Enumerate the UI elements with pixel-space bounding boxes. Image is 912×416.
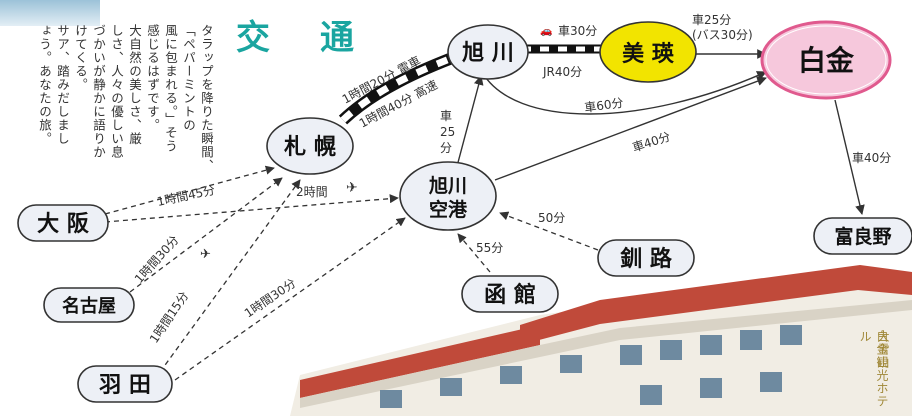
route-label: 1時間45分	[156, 183, 217, 209]
sky-photo	[0, 0, 100, 26]
label-airport-line1: 旭川	[428, 175, 467, 197]
node-haneda	[77, 365, 173, 403]
hotel-sign-line: 大雪山	[876, 330, 890, 369]
route-label: (バス30分)	[692, 28, 753, 42]
label-asahikawa: 旭 川	[461, 41, 514, 66]
node-kushiro	[597, 239, 695, 277]
label-kushiro: 釧 路	[620, 246, 673, 272]
node-sapporo	[266, 117, 354, 175]
hotel-building-image	[290, 265, 912, 416]
route-label: 車25分	[692, 13, 731, 27]
node-shirogane	[760, 20, 892, 100]
route-label: 分	[440, 141, 452, 155]
hotel-sign-line: 白金観光ホテル	[858, 330, 889, 408]
intro-line: 風に包まれる。」そう	[163, 24, 178, 153]
intro-line: けてくる。	[73, 24, 88, 92]
node-shirogane-outer	[765, 25, 887, 95]
intro-line: タラップを降りた瞬間、	[199, 24, 214, 173]
intro-line: 感じるはずです。	[145, 24, 160, 132]
node-biei	[599, 21, 697, 83]
route-label: 車40分	[852, 151, 891, 165]
route-label: 25	[440, 125, 455, 139]
label-sapporo: 札 幌	[283, 135, 336, 160]
intro-line: サア、踏みだしまし	[55, 24, 70, 146]
route-label: JR40分	[542, 65, 582, 79]
intro-line: 「ペパーミントの	[181, 24, 196, 132]
intro-line: づかいが静かに語りか	[91, 24, 106, 159]
route-label: 車	[440, 109, 452, 123]
route-label: 車40分	[631, 129, 673, 154]
label-shirogane: 白金	[798, 44, 855, 77]
label-nagoya: 名古屋	[62, 295, 116, 317]
route-label: 1時間15分	[147, 289, 192, 346]
route-label: 1時間30分	[242, 276, 299, 321]
intro-text: タラップを降りた瞬間、 「ペパーミントの 風に包まれる。」そう 感じるはずです。…	[8, 24, 218, 194]
label-airport-line2: 空港	[429, 198, 468, 221]
intro-line: 大自然の美しさ、厳	[127, 24, 142, 146]
hotel-sign: 大雪山 白金観光ホテル	[848, 330, 908, 416]
label-biei: 美 瑛	[622, 41, 675, 67]
route-label: 55分	[476, 241, 503, 255]
plane-icon: ✈	[200, 247, 211, 262]
node-asahikawa	[447, 24, 529, 80]
node-hakodate	[461, 275, 559, 313]
label-osaka: 大 阪	[37, 212, 89, 237]
route-label: 50分	[538, 211, 565, 225]
route-label: 車60分	[583, 96, 624, 115]
node-asahikawa-airport	[399, 161, 497, 231]
page-title: 交 通	[236, 18, 362, 58]
label-furano: 富良野	[834, 225, 891, 248]
node-osaka	[17, 204, 109, 242]
plane-icon: ✈	[346, 180, 358, 196]
node-furano	[813, 217, 912, 255]
car-icon: 🚗	[540, 26, 552, 37]
intro-line: ょう。あなたの旅。	[37, 24, 52, 146]
route-label: 車30分	[558, 24, 597, 38]
intro-line: しさ、人々の優しい息	[109, 24, 124, 159]
label-haneda: 羽 田	[99, 373, 151, 398]
label-hakodate: 函 館	[484, 282, 536, 308]
route-label: 2時間	[296, 185, 328, 199]
node-nagoya	[43, 287, 135, 323]
